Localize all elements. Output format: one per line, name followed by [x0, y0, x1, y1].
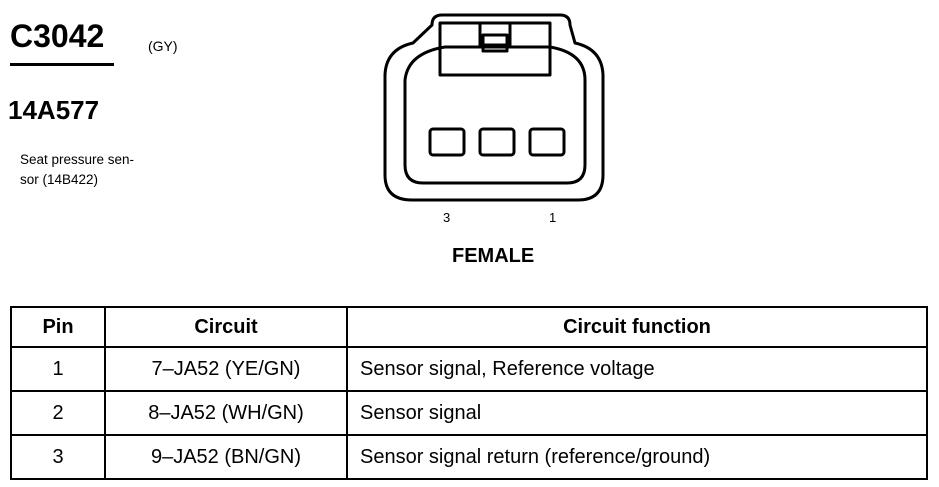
- cell-pin: 3: [10, 434, 106, 480]
- header-circuit-function: Circuit function: [346, 306, 928, 348]
- component-description: Seat pressure sen- sor (14B422): [20, 150, 190, 190]
- pin-label-left: 3: [443, 210, 451, 225]
- cell-circuit: 7–JA52 (YE/GN): [104, 346, 348, 392]
- latch-tab: [478, 23, 512, 47]
- connector-housing-outline: [383, 13, 605, 202]
- cell-function: Sensor signal, Reference voltage: [346, 346, 928, 392]
- pinout-table: Pin Circuit Circuit function 1 7–JA52 (Y…: [10, 306, 928, 480]
- pin-slot-3: [428, 127, 466, 157]
- connector-id: C3042: [10, 18, 105, 54]
- connector-inner-outline: [403, 45, 587, 185]
- connector-id-underline: [10, 63, 114, 66]
- description-line-2: sor (14B422): [20, 172, 99, 187]
- cell-circuit: 9–JA52 (BN/GN): [104, 434, 348, 480]
- cell-function: Sensor signal: [346, 390, 928, 436]
- pin-slot-2: [478, 127, 516, 157]
- cell-function: Sensor signal return (reference/ground): [346, 434, 928, 480]
- latch-window: [481, 33, 509, 53]
- table-row: 3 9–JA52 (BN/GN) Sensor signal return (r…: [10, 434, 928, 480]
- connector-face-diagram: [383, 13, 605, 202]
- connector-color-code: (GY): [148, 38, 178, 54]
- description-line-1: Seat pressure sen-: [20, 152, 135, 167]
- locking-latch: [438, 21, 552, 77]
- pin-label-right: 1: [549, 210, 557, 225]
- part-number: 14A577: [8, 95, 100, 125]
- cell-pin: 2: [10, 390, 106, 436]
- table-row: 1 7–JA52 (YE/GN) Sensor signal, Referenc…: [10, 346, 928, 392]
- header-pin: Pin: [10, 306, 106, 348]
- header-circuit: Circuit: [104, 306, 348, 348]
- pin-slot-1: [528, 127, 566, 157]
- cell-circuit: 8–JA52 (WH/GN): [104, 390, 348, 436]
- connector-gender-label: FEMALE: [452, 245, 535, 267]
- table-row: 2 8–JA52 (WH/GN) Sensor signal: [10, 390, 928, 436]
- table-header-row: Pin Circuit Circuit function: [10, 306, 928, 348]
- cell-pin: 1: [10, 346, 106, 392]
